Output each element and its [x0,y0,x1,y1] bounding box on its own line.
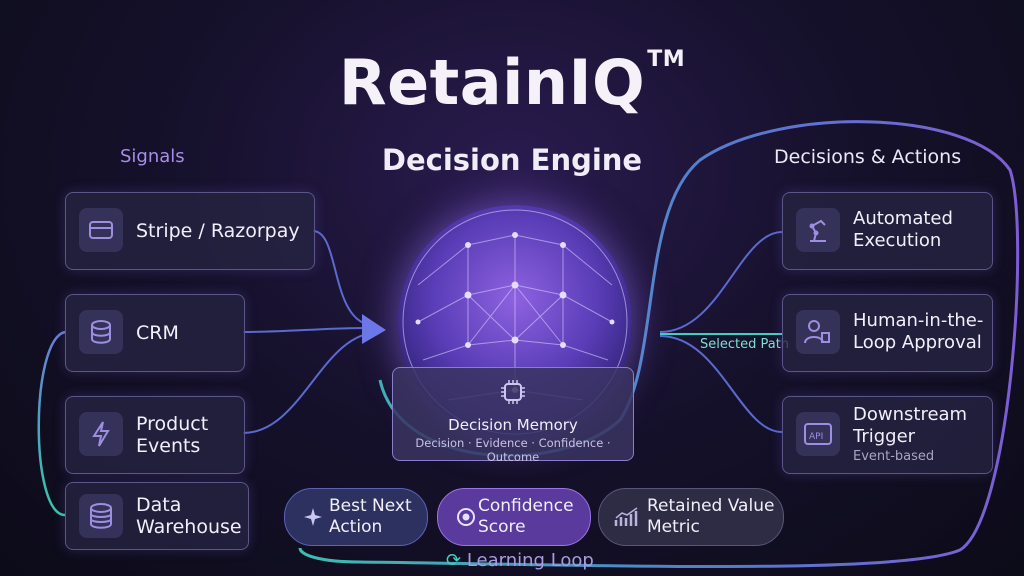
output-confidence-score[interactable]: Confidence Score [437,488,591,546]
memory-detail: Decision · Evidence · Confidence · Outco… [415,436,611,464]
signal-label: Product Events [136,413,209,457]
server-stack-icon [79,494,123,538]
svg-text:API: API [809,432,823,442]
output-label: Best Next Action [329,496,412,537]
signal-card-product-events[interactable]: Product Events [65,396,245,474]
app-title: RetainIQTM [338,46,686,119]
robot-arm-icon [796,208,840,252]
action-label: Human-in-the-Loop Approval [853,310,984,353]
target-icon [452,503,480,531]
action-label: Downstream Trigger [853,404,968,447]
engine-title: Decision Engine [381,143,643,177]
actions-heading: Decisions & Actions [774,146,962,168]
signal-label: CRM [136,322,179,344]
decision-memory-card[interactable]: Decision Memory Decision · Evidence · Co… [392,367,634,464]
action-card-automated[interactable]: Automated Execution [782,192,993,270]
database-icon [79,310,123,354]
memory-title: Decision Memory [448,416,578,434]
signal-card-data-warehouse[interactable]: Data Warehouse [65,482,249,550]
output-retained-value[interactable]: Retained Value Metric [598,488,784,546]
output-best-next-action[interactable]: Best Next Action [284,488,428,546]
signal-card-crm[interactable]: CRM [65,294,245,372]
signal-label: Stripe / Razorpay [136,220,300,242]
credit-card-icon [79,208,123,252]
output-label: Retained Value Metric [647,496,775,537]
chip-brain-icon [499,378,527,406]
loop-icon: ⟳ [446,550,462,571]
signals-heading: Signals [120,146,185,167]
selected-path-label: Selected Path [700,337,790,352]
action-card-downstream[interactable]: API Downstream Trigger Event-based [782,396,993,474]
signal-label: Data Warehouse [136,494,242,538]
action-card-human-loop[interactable]: Human-in-the-Loop Approval [782,294,993,372]
learning-loop-label: ⟳ Learning Loop [446,550,594,571]
output-label: Confidence Score [478,496,574,537]
api-icon: API [796,412,840,456]
action-sublabel: Event-based [853,449,935,464]
neural-mesh [402,209,628,435]
user-thumbs-up-icon [796,310,840,354]
sparkle-icon [299,503,327,531]
lightning-icon [79,412,123,456]
growth-chart-icon [613,503,641,531]
signal-card-stripe[interactable]: Stripe / Razorpay [65,192,315,270]
action-label: Automated Execution [853,208,953,251]
